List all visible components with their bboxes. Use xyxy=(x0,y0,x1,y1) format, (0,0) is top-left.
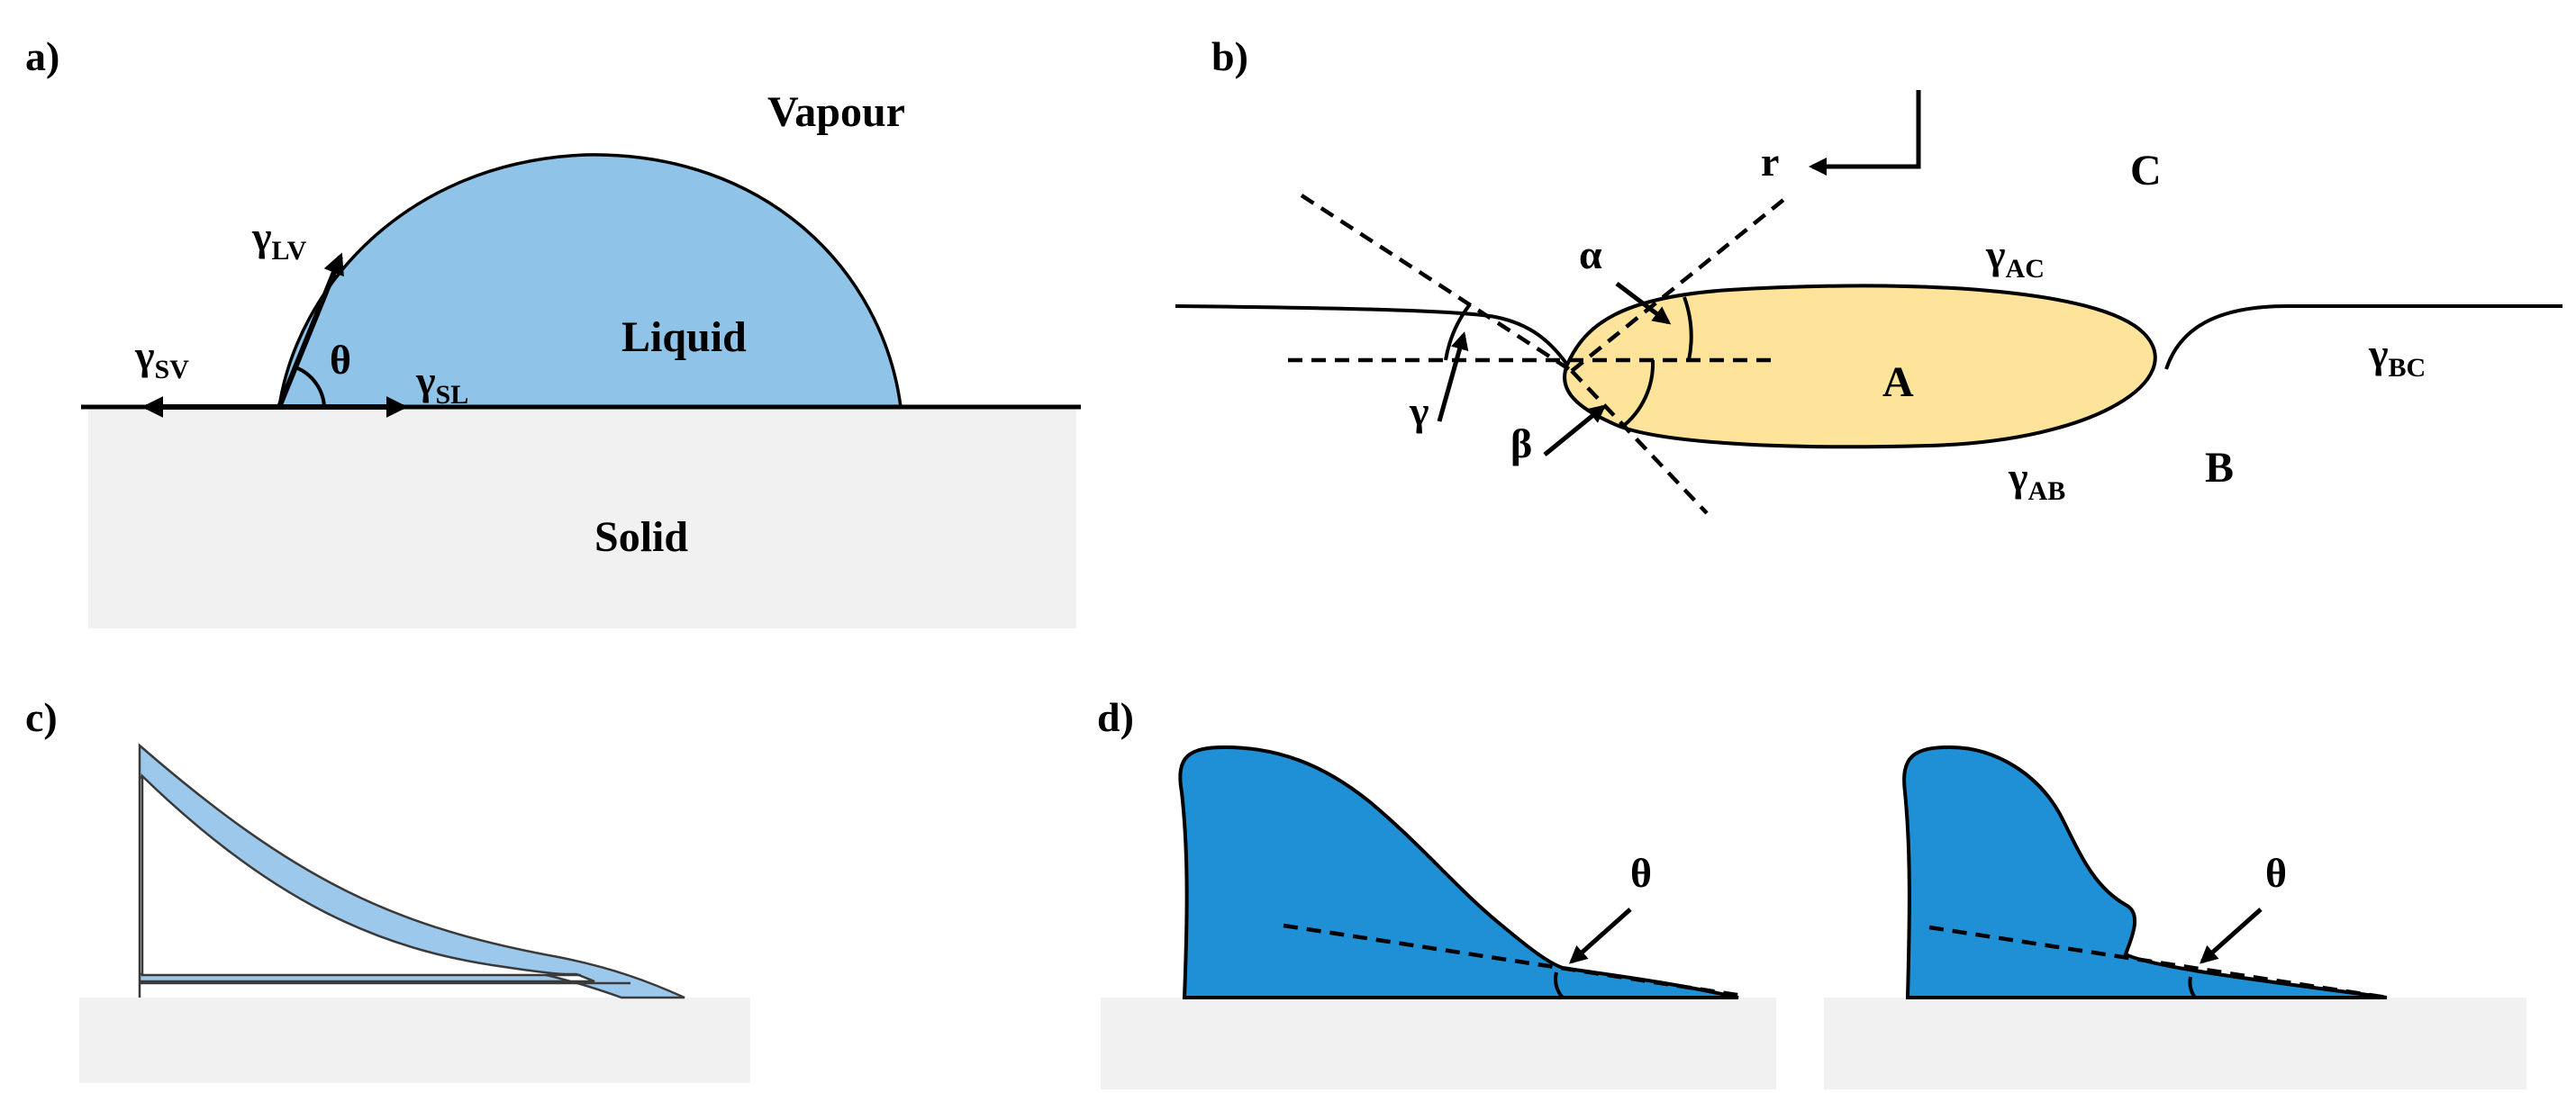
liquid-label: Liquid xyxy=(621,313,747,361)
beta-pointer-arrow xyxy=(1543,404,1607,456)
gamma-ac-symbol: γ xyxy=(1985,231,2006,277)
gamma-angle-arc xyxy=(1444,303,1472,361)
alpha-angle-arc xyxy=(1683,296,1693,361)
gamma-lv-sub: LV xyxy=(272,236,307,266)
theta-label-d-right: θ xyxy=(2265,850,2287,896)
gamma-ab-label: γAB xyxy=(2008,454,2065,506)
alpha-pointer-arrow xyxy=(1615,282,1672,325)
phase-b-label: B xyxy=(2205,444,2234,492)
solid-substrate-c xyxy=(79,998,750,1083)
vapour-label: Vapour xyxy=(767,88,905,136)
theta-arc xyxy=(295,366,326,408)
tangent-upper-left xyxy=(1300,194,1574,373)
panel-b: b) r C A B α β γ γAC γBC γAB xyxy=(1175,33,2562,515)
tangent-lower xyxy=(1570,369,1709,515)
beta-label: β xyxy=(1510,420,1532,466)
gamma-bc-label: γBC xyxy=(2368,330,2426,383)
gamma-bc-symbol: γ xyxy=(2368,330,2389,376)
gamma-sv-label: γSV xyxy=(134,332,189,384)
panel-a-label: a) xyxy=(25,33,59,79)
liquid-droplet xyxy=(277,153,903,409)
theta-label-d-left: θ xyxy=(1630,850,1652,896)
r-label: r xyxy=(1761,139,1779,185)
solid-substrate-d-left xyxy=(1101,998,1776,1089)
gamma-pointer-arrow xyxy=(1437,331,1469,422)
gamma-lv-symbol: γ xyxy=(251,213,272,259)
theta-label-a: θ xyxy=(330,337,351,383)
interface-right xyxy=(2164,303,2562,370)
panel-d-label: d) xyxy=(1097,694,1134,740)
solid-substrate xyxy=(88,407,1076,628)
panel-c-label: c) xyxy=(25,694,58,740)
theta-pointer-d-left xyxy=(1569,908,1632,964)
gamma-ac-label: γAC xyxy=(1985,231,2045,284)
tangent-line-d-right xyxy=(1928,925,2388,1000)
gamma-ab-symbol: γ xyxy=(2008,454,2028,500)
gamma-sv-symbol: γ xyxy=(134,332,155,378)
gamma-sv-sub: SV xyxy=(155,355,190,384)
alpha-label: α xyxy=(1579,231,1602,277)
tangent-line-d-left xyxy=(1283,923,1744,998)
r-axis-arrow xyxy=(1809,90,1921,176)
gamma-sl-symbol: γ xyxy=(415,357,436,403)
beta-angle-arc xyxy=(1619,359,1655,429)
solid-substrate-d-right xyxy=(1824,998,2526,1089)
phase-a-label: A xyxy=(1882,358,1914,406)
phase-c-label: C xyxy=(2130,147,2162,194)
gamma-ab-sub: AB xyxy=(2028,476,2066,506)
panel-b-label: b) xyxy=(1211,33,1248,79)
film-inner-void xyxy=(141,773,582,977)
gamma-lv-arrow xyxy=(277,252,344,409)
gamma-ac-sub: AC xyxy=(2006,254,2045,284)
droplet-left xyxy=(1178,745,1739,999)
gamma-label: γ xyxy=(1409,388,1429,434)
gamma-bc-sub: BC xyxy=(2389,353,2426,383)
theta-arc-d-left xyxy=(1554,971,1565,999)
theta-pointer-d-right xyxy=(2200,908,2263,964)
panel-c: c) xyxy=(25,694,750,1083)
gamma-sl-sub: SL xyxy=(436,380,469,410)
gamma-sl-label: γSL xyxy=(415,357,468,410)
theta-arc-d-right xyxy=(2188,976,2197,999)
panel-d: d) θ θ xyxy=(1097,694,2526,1089)
gamma-lv-label: γLV xyxy=(251,213,307,266)
panel-a: a) Vapour Liquid Solid θ γLV γSV γSL xyxy=(25,33,1081,628)
interface-left xyxy=(1175,304,1569,366)
solid-label: Solid xyxy=(594,513,688,561)
